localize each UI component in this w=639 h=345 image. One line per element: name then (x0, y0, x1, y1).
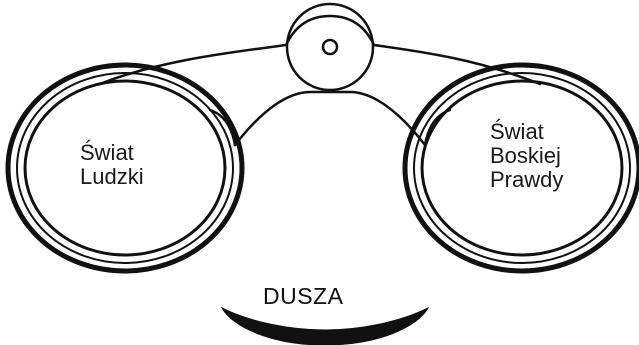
binoculars-bridge-arch (235, 92, 425, 145)
dusza-label: DUSZA (263, 283, 343, 310)
right-lens-line-2: Boskiej (490, 144, 563, 168)
right-lens-label: Świat Boskiej Prawdy (490, 120, 563, 192)
right-lens-line-3: Prawdy (490, 168, 563, 192)
focus-wheel-inner (323, 40, 337, 54)
dusza-bowl (222, 308, 428, 345)
left-lens-line-1: Świat (80, 141, 144, 165)
right-lens-line-1: Świat (490, 120, 563, 144)
left-lens-label: Świat Ludzki (80, 141, 144, 189)
left-lens-line-2: Ludzki (80, 165, 144, 189)
